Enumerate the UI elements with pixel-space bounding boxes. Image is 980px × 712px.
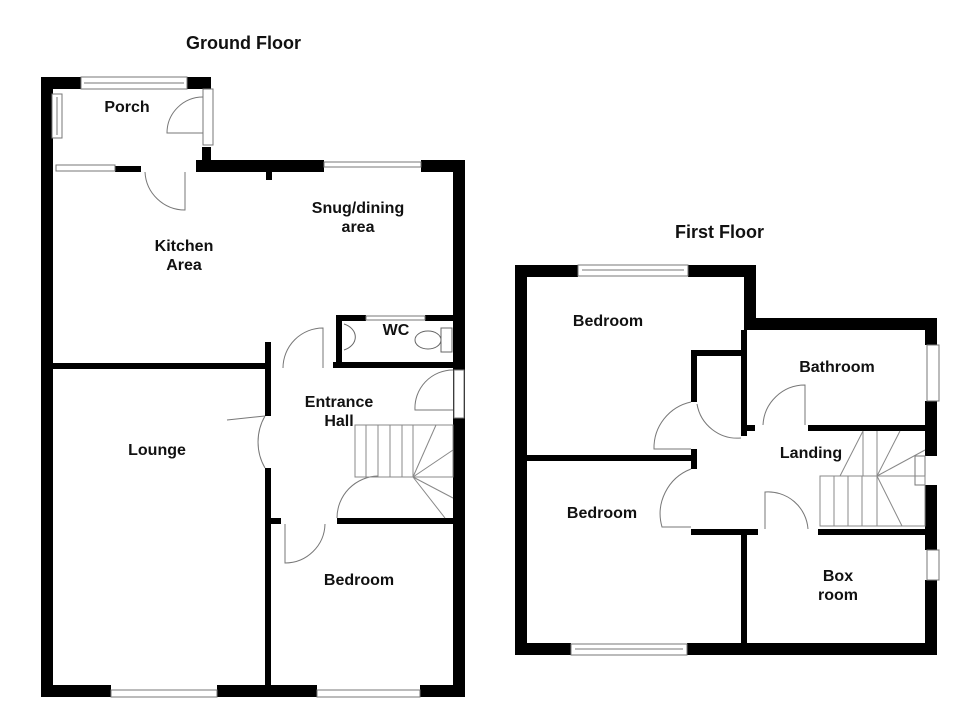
room-label-porch: Porch: [104, 98, 149, 117]
wc-fixtures: [343, 323, 453, 353]
room-label-snug: Snug/dining area: [312, 199, 404, 237]
porch-label: Porch: [104, 99, 150, 116]
entrance-label-line2: Hall: [324, 413, 354, 430]
ground-floor-plan: [41, 76, 465, 698]
room-label-ground-bedroom: Bedroom: [324, 571, 394, 590]
first-windows: [570, 264, 940, 656]
first-floor-plan: [515, 264, 940, 656]
room-label-landing: Landing: [780, 444, 842, 463]
first-walls: [515, 265, 937, 655]
bathroom-label: Bathroom: [799, 359, 875, 376]
room-label-lounge: Lounge: [128, 441, 186, 460]
lounge-label: Lounge: [128, 442, 186, 459]
snug-label-line1: Snug/dining: [311, 200, 405, 217]
entrance-label-line1: Entrance: [304, 394, 374, 411]
ground-bedroom-label: Bedroom: [323, 572, 395, 589]
box-label-line1: Box: [822, 568, 854, 585]
snug-label-line2: area: [341, 219, 375, 236]
ground-floor-title: Ground Floor: [186, 33, 301, 53]
room-label-box-room: Box room: [818, 567, 858, 605]
kitchen-label-line1: Kitchen: [154, 238, 214, 255]
bedroom-front-label: Bedroom: [572, 313, 644, 330]
room-label-first-bedroom-rear: Bedroom: [567, 504, 637, 523]
ground-stairs: [354, 424, 454, 519]
landing-label: Landing: [779, 445, 843, 462]
box-label-line2: room: [818, 587, 858, 604]
room-label-bathroom: Bathroom: [799, 358, 875, 377]
kitchen-label-line2: Area: [166, 257, 202, 274]
room-label-first-bedroom-front: Bedroom: [573, 312, 643, 331]
first-stairs: [819, 430, 926, 527]
first-doors: [653, 384, 809, 530]
first-floor-title: First Floor: [675, 222, 764, 242]
ground-windows: [51, 76, 465, 698]
ground-walls: [41, 77, 465, 697]
room-label-wc: WC: [383, 321, 410, 340]
bedroom-rear-label: Bedroom: [566, 505, 638, 522]
wc-label: WC: [382, 322, 410, 339]
